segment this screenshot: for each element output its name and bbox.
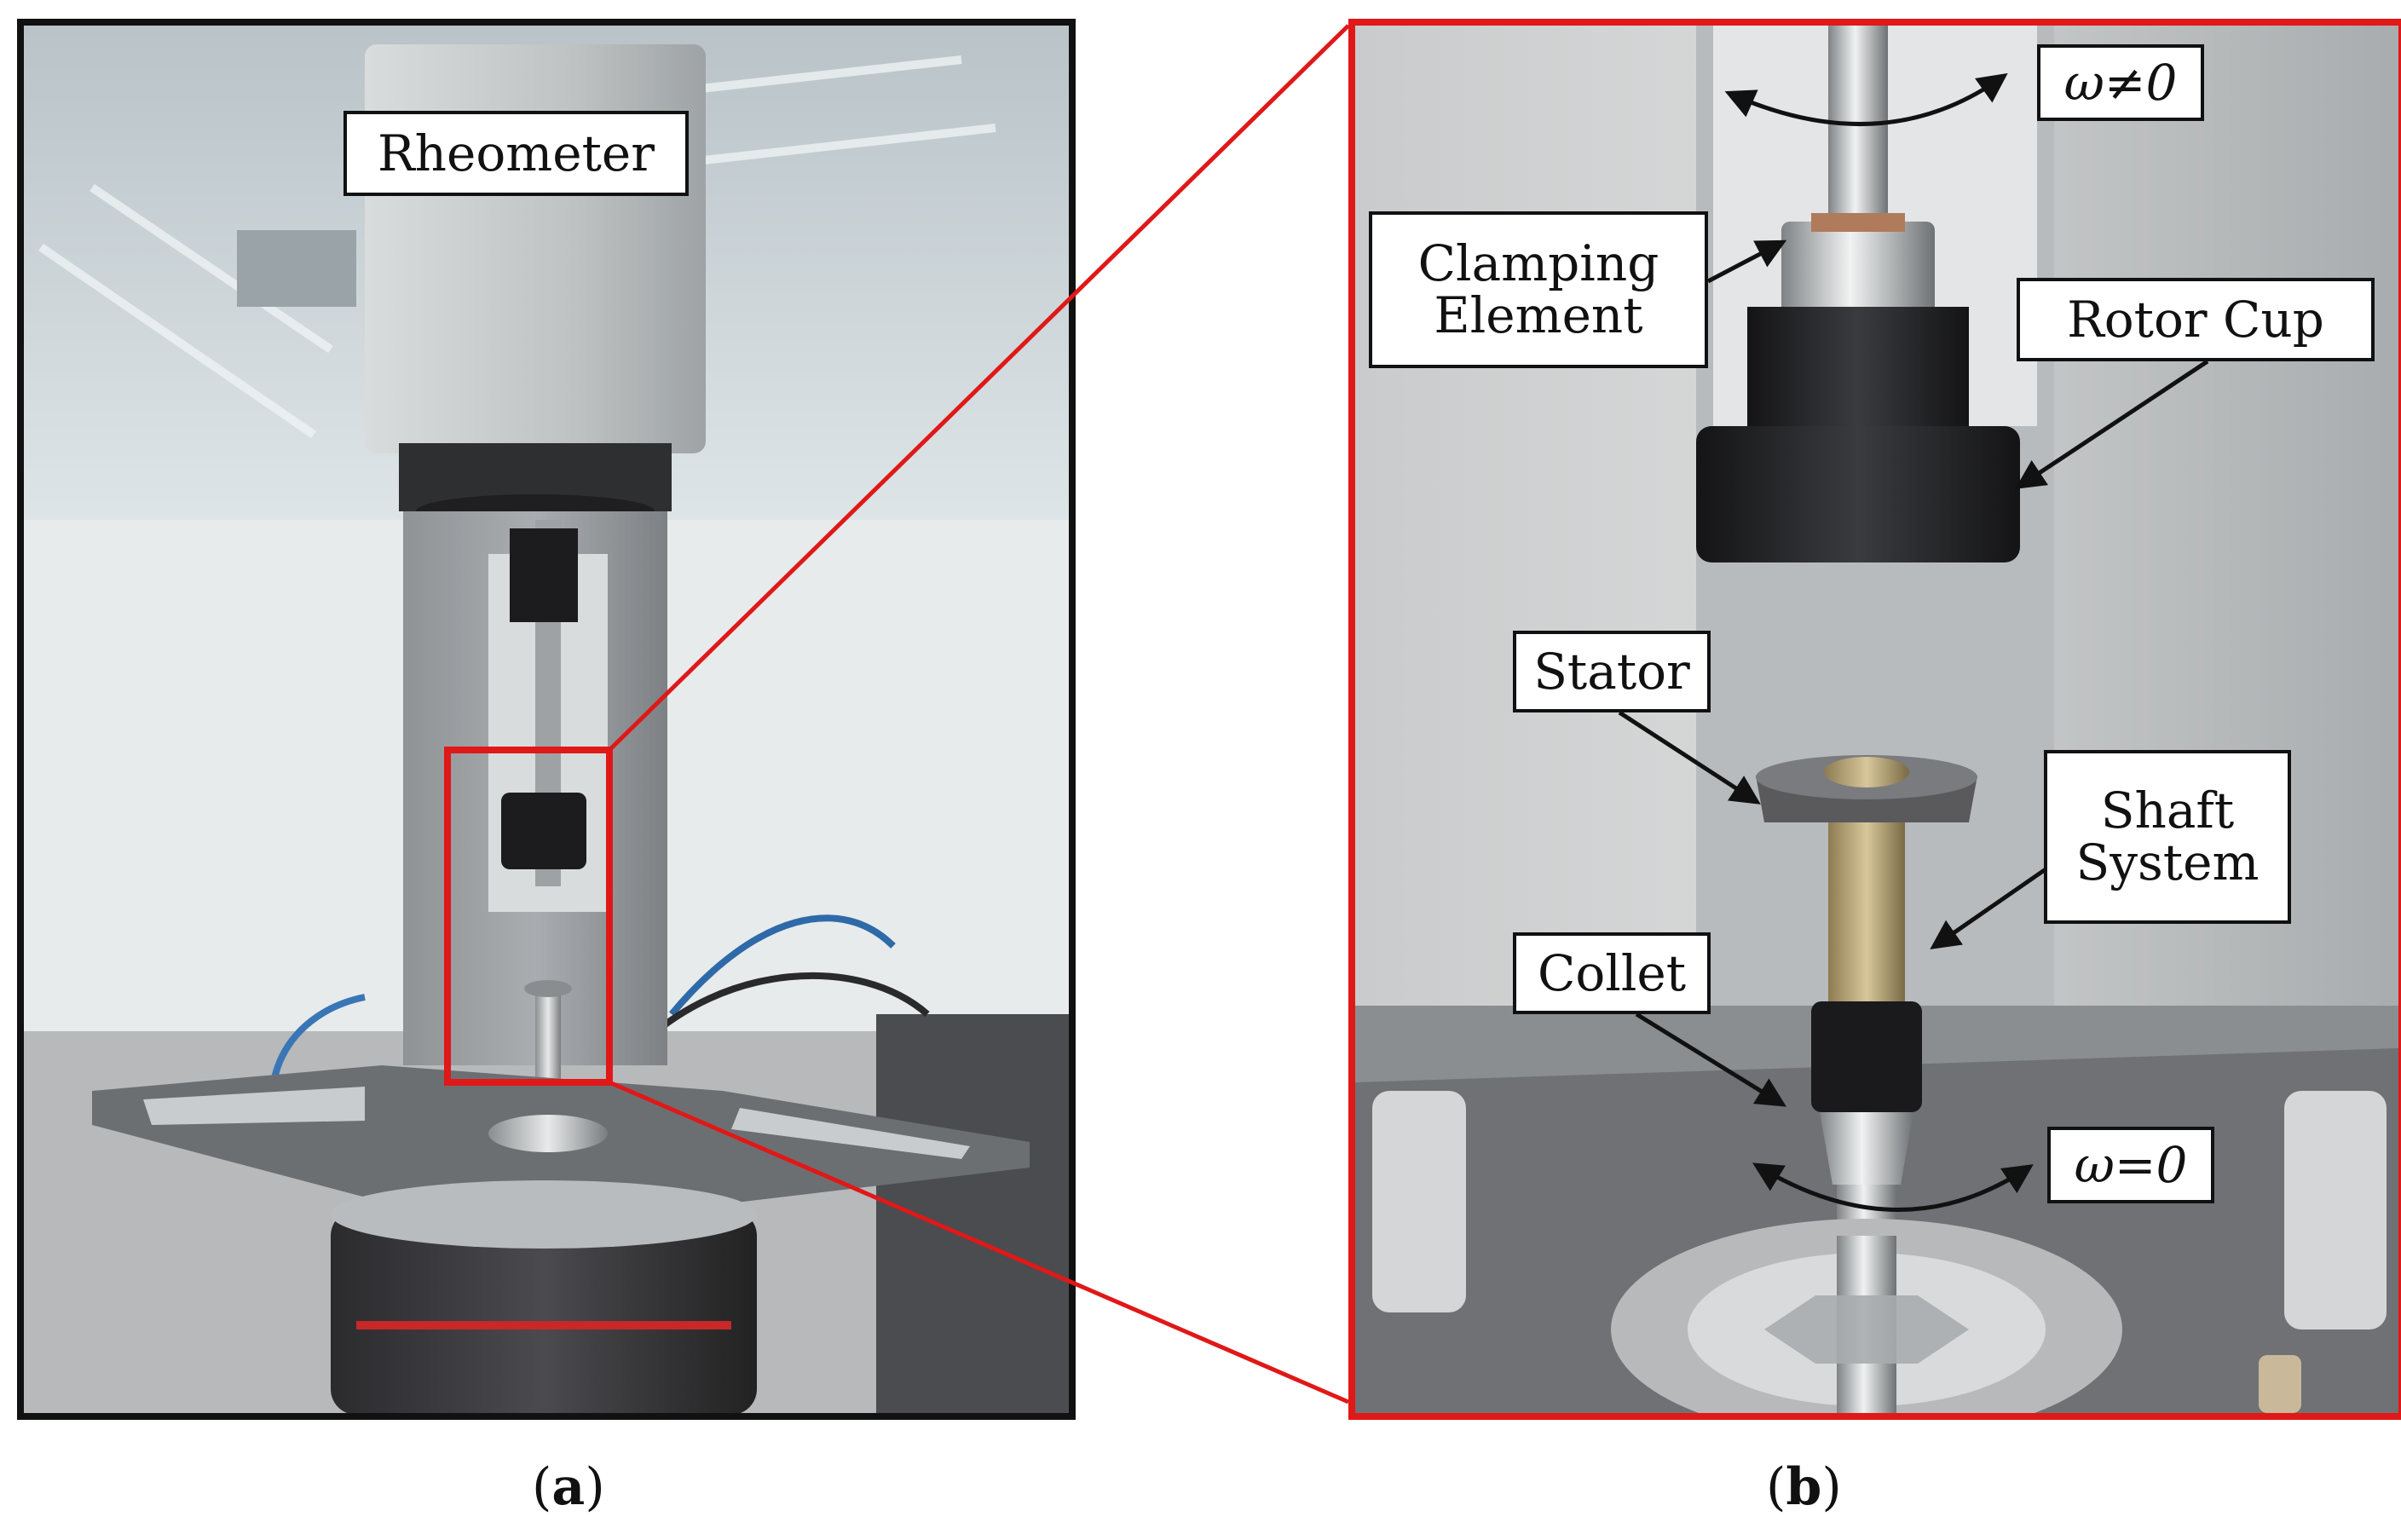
omega-not-zero-label: ω≠0	[2037, 44, 2204, 121]
stator-label: Stator	[1513, 631, 1711, 712]
clamping-element-label: Clamping Element	[1369, 211, 1708, 368]
collet-label: Collet	[1513, 932, 1711, 1014]
caption-a-close: )	[585, 1457, 605, 1517]
shaft-system-label-line2: System	[2075, 833, 2260, 891]
clamping-element-label-line2: Element	[1434, 286, 1643, 344]
caption-b: (b)	[1766, 1457, 1842, 1517]
caption-b-open: (	[1766, 1457, 1786, 1517]
caption-a-open: (	[532, 1457, 552, 1517]
rotor-cup-label: Rotor Cup	[2017, 278, 2375, 361]
rheometer-label: Rheometer	[343, 111, 689, 196]
shaft-system-label: Shaft System	[2044, 750, 2291, 924]
caption-a: (a)	[532, 1457, 605, 1517]
clamping-element-label-line1: Clamping	[1417, 234, 1659, 293]
caption-b-close: )	[1821, 1457, 1842, 1517]
shaft-system-label-line1: Shaft	[2100, 782, 2235, 840]
rheometer-photo	[24, 26, 1069, 1413]
omega-zero-label: ω=0	[2047, 1127, 2214, 1203]
panel-a-photo	[17, 19, 1076, 1420]
caption-b-letter: b	[1786, 1457, 1822, 1517]
caption-a-letter: a	[551, 1457, 586, 1517]
